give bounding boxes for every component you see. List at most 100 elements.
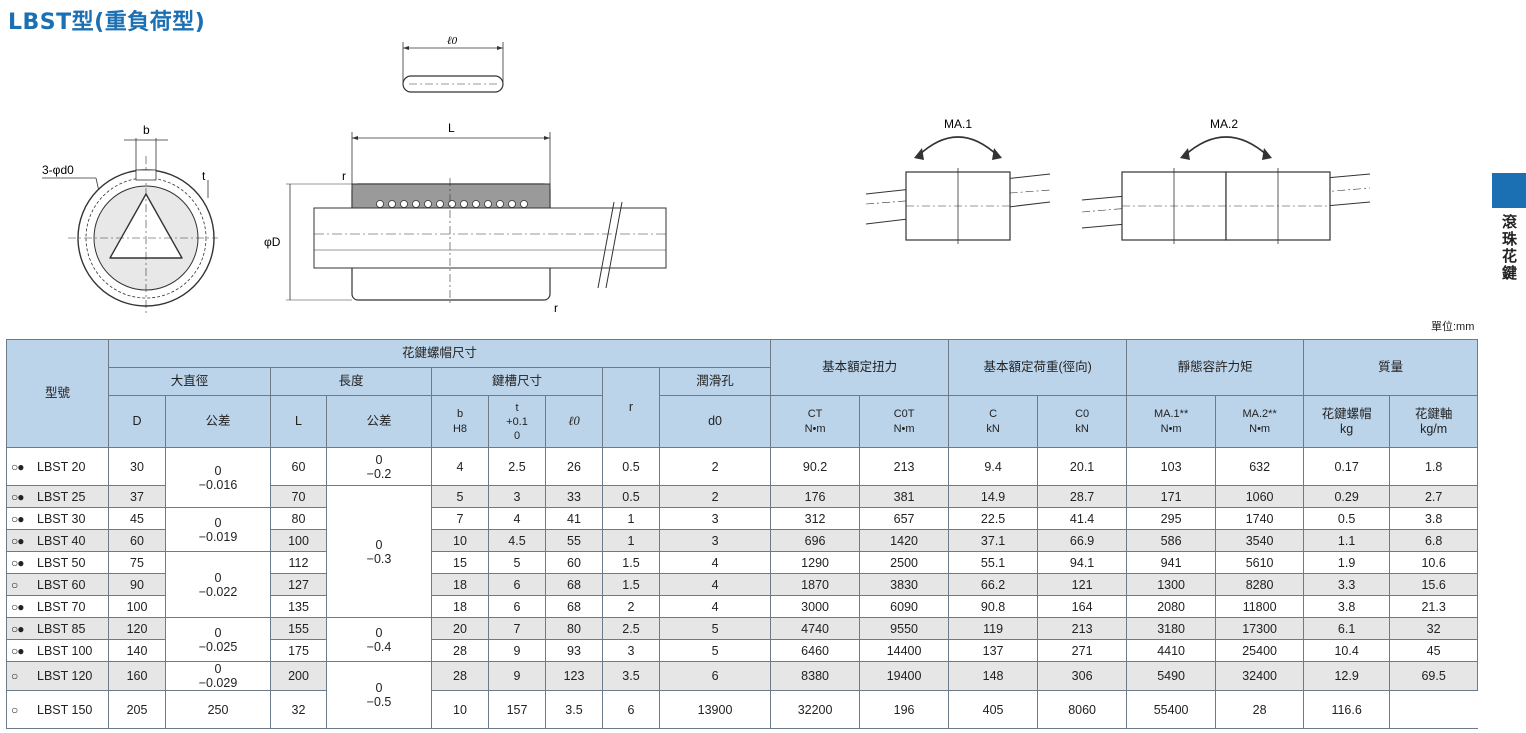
cell-b: 28 [431, 661, 489, 691]
cell-model: ○LBST 60 [6, 573, 109, 596]
model-name: LBST 25 [37, 489, 86, 504]
header-l0: ℓ0 [545, 395, 603, 448]
stock-symbol-icon: ○ [11, 669, 18, 683]
cell-L: 200 [270, 661, 327, 691]
cell-shaft: 69.5 [1389, 661, 1479, 691]
header-b: b H8 [431, 395, 489, 448]
header-c0: C0 kN [1037, 395, 1128, 448]
header-ma1: MA.1** N•m [1126, 395, 1217, 448]
cell-r: 1 [602, 529, 660, 552]
cell-ma2: 55400 [1126, 690, 1217, 729]
cell-ma2: 11800 [1215, 595, 1305, 618]
cell-b: 28 [431, 639, 489, 662]
cell-ma1: 2080 [1126, 595, 1217, 618]
model-name: LBST 150 [37, 702, 93, 717]
cell-c: 66.2 [948, 573, 1039, 596]
key-length-label: ℓ0 [447, 35, 458, 47]
cell-r: 2.5 [602, 617, 660, 640]
cell-shaft: 32 [1389, 617, 1479, 640]
stock-symbol-icon: ○● [11, 621, 25, 636]
cell-ct: 312 [770, 507, 861, 530]
cell-ma2: 3540 [1215, 529, 1305, 552]
header-length: 長度 [270, 367, 432, 396]
cell-L-tolerance: 0 −0.5 [326, 661, 432, 729]
cell-r: 3.5 [545, 690, 603, 729]
model-name: LBST 40 [37, 533, 86, 548]
cell-c0t: 657 [859, 507, 950, 530]
header-nut-dims: 花鍵螺帽尺寸 [107, 339, 772, 368]
cell-D-tolerance: 0 −0.029 [165, 661, 271, 691]
cell-nut: 28 [1215, 690, 1305, 729]
section-tab-marker [1492, 173, 1526, 208]
model-name: LBST 30 [37, 511, 86, 526]
cell-nut: 10.4 [1303, 639, 1391, 662]
cell-d0: 4 [658, 595, 772, 618]
cell-D-tolerance: 0 −0.022 [165, 551, 271, 618]
cell-shaft: 6.8 [1389, 529, 1479, 552]
cell-t: 10 [431, 690, 489, 729]
cell-model: ○●LBST 40 [6, 529, 109, 552]
cell-t: 6 [488, 573, 546, 596]
cell-model: ○LBST 150 [6, 690, 109, 729]
holes-label: 3-φd0 [42, 163, 74, 177]
cell-model: ○LBST 120 [6, 661, 109, 691]
header-c0t: C0T N•m [859, 395, 950, 448]
cell-D: 140 [108, 639, 166, 662]
cell-t: 3 [488, 485, 546, 508]
cell-r: 1.5 [602, 573, 660, 596]
cell-ct: 1290 [770, 551, 861, 574]
stock-symbol-icon: ○● [11, 459, 25, 474]
cell-l0: 60 [545, 551, 603, 574]
cell-c: 196 [859, 690, 950, 729]
cell-L: 112 [270, 551, 327, 574]
cell-ma1: 586 [1126, 529, 1217, 552]
cell-c0t: 381 [859, 485, 950, 508]
cell-d0: 6 [602, 690, 660, 729]
header-mass: 質量 [1303, 339, 1479, 396]
header-t: t +0.1 0 [488, 395, 546, 448]
cell-ma2: 8280 [1215, 573, 1305, 596]
cell-r: 0.5 [602, 447, 660, 486]
cell-ma2: 1740 [1215, 507, 1305, 530]
cell-c0: 28.7 [1037, 485, 1128, 508]
cell-ma2: 32400 [1215, 661, 1305, 691]
cell-ma2: 632 [1215, 447, 1305, 486]
cell-D: 45 [108, 507, 166, 530]
cell-b: 32 [270, 690, 327, 729]
key-diagram: ℓ0 [402, 35, 504, 93]
cell-c0: 41.4 [1037, 507, 1128, 530]
cell-L: 70 [270, 485, 327, 508]
header-r: r [602, 367, 660, 448]
cell-r: 1.5 [602, 551, 660, 574]
cell-D: 205 [108, 690, 166, 729]
cell-ma1: 5490 [1126, 661, 1217, 691]
cell-model: ○●LBST 100 [6, 639, 109, 662]
model-name: LBST 60 [37, 577, 86, 592]
header-shaft-mass: 花鍵軸 kg/m [1389, 395, 1479, 448]
cell-shaft: 21.3 [1389, 595, 1479, 618]
cell-b: 18 [431, 595, 489, 618]
cell-shaft: 1.8 [1389, 447, 1479, 486]
cell-model: ○●LBST 25 [6, 485, 109, 508]
cell-D-tolerance: 0 −0.016 [165, 447, 271, 508]
cell-d0: 5 [658, 639, 772, 662]
cell-c: 148 [948, 661, 1039, 691]
cell-b: 7 [431, 507, 489, 530]
cell-r: 1 [602, 507, 660, 530]
cell-c: 37.1 [948, 529, 1039, 552]
cell-c: 90.8 [948, 595, 1039, 618]
header-ma2: MA.2** N•m [1215, 395, 1305, 448]
cell-c0t: 9550 [859, 617, 950, 640]
cell-ct: 176 [770, 485, 861, 508]
cell-c0t: 213 [859, 447, 950, 486]
cell-c0t: 19400 [859, 661, 950, 691]
cell-t: 6 [488, 595, 546, 618]
cell-D: 100 [108, 595, 166, 618]
model-name: LBST 20 [37, 459, 86, 474]
cell-D: 160 [108, 661, 166, 691]
cell-c0t: 1420 [859, 529, 950, 552]
